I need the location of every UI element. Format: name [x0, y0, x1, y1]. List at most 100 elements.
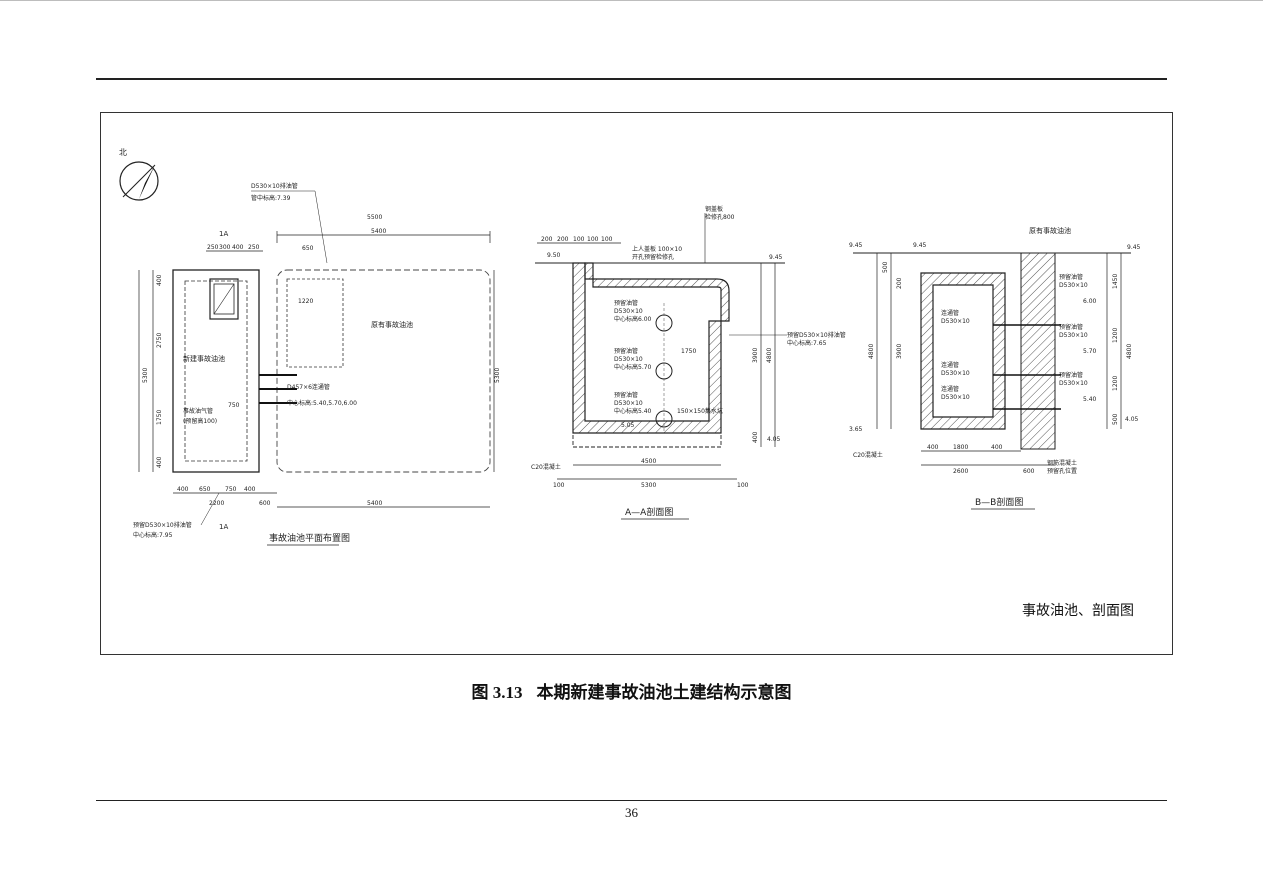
sa-top-dim-1: 200 — [557, 236, 569, 243]
sb-dim-right-1: 1200 — [1112, 328, 1119, 343]
engineering-drawing: 北 5400 5500 650 1220 250 300 4 — [119, 148, 1141, 546]
sb-pipe-2-spec: D530×10 — [1059, 380, 1088, 387]
sb-dim-right-0: 1450 — [1112, 274, 1119, 289]
plan-bottom-elev: 中心标高:7.95 — [133, 531, 173, 539]
sb-pipe-1-name: 预留油管 — [1059, 323, 1083, 331]
frame-label: 事故油池、剖面图 — [1022, 603, 1134, 619]
sa-dim-100l: 100 — [553, 482, 565, 489]
sa-pipe-2-name: 预留油管 — [614, 391, 638, 399]
sb-pipe-1-spec: D530×10 — [1059, 332, 1088, 339]
section-b-view: 连通管 D530×10 连通管 D530×10 连通管 D530×10 预留油管… — [849, 226, 1141, 510]
plan-pool-name: 新建事故油池 — [183, 354, 225, 363]
sa-elev-top: 9.45 — [769, 254, 783, 261]
sb-pipe-2-name: 预留油管 — [1059, 371, 1083, 379]
sb-elev-mid: 9.45 — [913, 242, 927, 249]
sb-dim-left-2: 3900 — [896, 344, 903, 359]
sb-title: B—B剖面图 — [975, 496, 1023, 508]
caption-text: 本期新建事故油池土建结构示意图 — [536, 683, 792, 703]
plan-dim-1220: 1220 — [298, 298, 313, 305]
plan-section-mark-bottom: 1A — [219, 523, 228, 531]
sa-top-dim-0: 200 — [541, 236, 553, 243]
plan-dim-2200: 2200 — [209, 500, 224, 507]
footer-rule — [96, 800, 1167, 801]
sb-elev-365: 3.65 — [849, 426, 863, 433]
plan-dim-bottom-1: 650 — [199, 486, 211, 493]
sb-top-label: 原有事故油池 — [1029, 226, 1071, 235]
plan-dim-750: 750 — [228, 402, 240, 409]
sb-elev-left: 9.45 — [849, 242, 863, 249]
sb-bottom-note: 钢筋混凝土 — [1047, 459, 1077, 467]
sb-dim-bottom-1: 1800 — [953, 444, 968, 451]
sa-pipe-2-spec: D530×10 — [614, 400, 643, 407]
plan-old-pool: 原有事故油池 — [371, 320, 413, 329]
plan-dim-side-0: 400 — [156, 274, 163, 286]
sb-dim-600: 600 — [1023, 468, 1035, 475]
plan-dim-600: 600 — [259, 500, 271, 507]
sb-dim-right-3: 500 — [1112, 413, 1119, 425]
sa-pipe-1-elev: 中心标高5.70 — [614, 363, 652, 371]
sa-top-dim-3: 100 — [587, 236, 599, 243]
figure-caption: 图 3.13 本期新建事故油池土建结构示意图 — [0, 678, 1263, 703]
plan-section-mark-top: 1A — [219, 230, 228, 238]
sa-side-note: 预留D530×10排油管 — [787, 331, 846, 339]
sa-pipe-2-elev: 中心标高5.40 — [614, 407, 652, 415]
sb-dim-bottom-0: 400 — [927, 444, 939, 451]
sb-pipe-0-name: 预留油管 — [1059, 273, 1083, 281]
sb-left-note: C20混凝土 — [853, 451, 883, 459]
sa-dim-100r: 100 — [737, 482, 749, 489]
plan-inner-note: 事故油气管 — [183, 407, 213, 415]
plan-dim-top-1: 300 — [219, 244, 231, 251]
sa-top-note: 钢盖板 — [705, 205, 723, 213]
sa-elev-505: 5.05 — [621, 422, 635, 429]
plan-dim-side-3: 400 — [156, 456, 163, 468]
sa-dim-4500: 4500 — [641, 458, 656, 465]
sb-bottom-note2: 预留孔位置 — [1047, 467, 1077, 475]
sb-inner-2-spec: D530×10 — [941, 394, 970, 401]
sa-hatch-note: 150×150集水坑 — [677, 407, 723, 415]
plan-dim-side-1: 2750 — [156, 333, 163, 348]
plan-dim-bottom-0: 400 — [177, 486, 189, 493]
plan-inner-note2: (预留高100) — [183, 417, 217, 425]
sa-base-note: C20混凝土 — [531, 463, 561, 471]
sb-inner-0-name: 连通管 — [941, 309, 959, 317]
sa-pipe-1-spec: D530×10 — [614, 356, 643, 363]
sb-elev-right: 9.45 — [1127, 244, 1141, 251]
plan-dim-5300: 5300 — [494, 368, 501, 383]
sa-elev-950: 9.50 — [547, 252, 561, 259]
plan-dim-side-2: 1750 — [156, 410, 163, 425]
plan-dim-5400-bottom: 5400 — [367, 500, 382, 507]
plan-pipe-note: D530×10排油管 — [251, 182, 298, 190]
plan-dim-650: 650 — [302, 245, 314, 252]
sa-label-top2: 开孔预留检修孔 — [632, 253, 674, 261]
caption-number: 图 3.13 — [471, 683, 523, 702]
plan-dim-top-2: 400 — [232, 244, 244, 251]
plan-dim-top-0: 250 — [207, 244, 219, 251]
sa-side-elev: 中心标高:7.65 — [787, 339, 827, 347]
page-number: 36 — [625, 805, 638, 820]
sb-dim-bottom-2: 400 — [991, 444, 1003, 451]
sb-elev-405: 4.05 — [1125, 416, 1139, 423]
sa-top-dim-2: 100 — [573, 236, 585, 243]
sa-elev-405: 4.05 — [767, 436, 781, 443]
plan-pipe2-elev: 中心标高:5.40,5.70,6.00 — [287, 399, 357, 407]
sb-dim-right-2: 1200 — [1112, 376, 1119, 391]
plan-dim-5500: 5500 — [367, 214, 382, 221]
sa-pipe-0-name: 预留油管 — [614, 299, 638, 307]
sb-right-elev-1: 5.70 — [1083, 348, 1097, 355]
plan-dim-bottom-3: 400 — [244, 486, 256, 493]
sb-pipe-0-spec: D530×10 — [1059, 282, 1088, 289]
sa-pipe-0-elev: 中心标高6.00 — [614, 315, 652, 323]
plan-dim-top-3: 250 — [248, 244, 260, 251]
sa-top-dim-4: 100 — [601, 236, 613, 243]
plan-pipe2: D457×6连通管 — [287, 383, 330, 391]
sa-dim-5300: 5300 — [641, 482, 656, 489]
sa-title: A—A剖面图 — [625, 506, 673, 518]
sa-pipe-0-spec: D530×10 — [614, 308, 643, 315]
plan-dim-5400: 5400 — [371, 228, 386, 235]
sa-top-note2: 检修孔800 — [705, 213, 735, 221]
plan-bottom-note: 预留D530×10排油管 — [133, 521, 192, 529]
sb-right-elev-0: 6.00 — [1083, 298, 1097, 305]
sa-dim-4800: 4800 — [766, 348, 773, 363]
sb-dim-right-4: 4800 — [1126, 344, 1133, 359]
header-rule — [96, 78, 1167, 80]
